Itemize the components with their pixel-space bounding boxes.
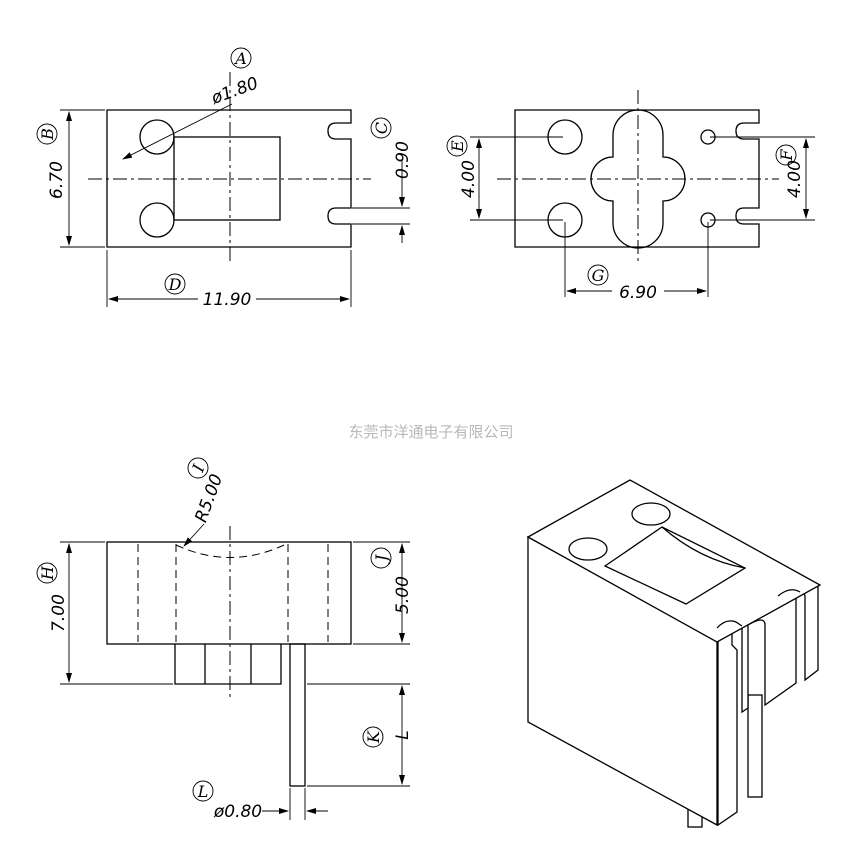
svg-text:K: K [364,730,383,744]
dim-L-value: ø0.80 [213,802,262,822]
dim-E-value: 4.00 [459,160,479,198]
isometric-view [526,479,822,828]
bottom-view [470,90,815,297]
svg-text:A: A [233,49,247,68]
dim-I-value: R5.00 [191,472,227,526]
dim-H-value: 7.00 [49,594,69,632]
label-I: I [187,457,209,479]
dim-J-value: 5.00 [393,576,413,614]
dim-B-value: 6.70 [47,161,67,199]
label-L: L [192,780,214,802]
svg-text:F: F [777,149,796,162]
label-F: F [775,144,797,166]
label-G: G [587,264,609,286]
label-H: H [36,562,58,584]
svg-text:L: L [197,782,209,801]
dim-G-value: 6.90 [619,283,657,303]
label-D: D [164,273,186,295]
svg-text:B: B [38,128,57,141]
svg-text:E: E [448,140,467,153]
dim-F-value: 4.00 [785,160,805,198]
label-C: C [370,117,392,139]
label-E: E [446,135,468,157]
svg-text:C: C [372,122,391,134]
label-J: J [370,547,392,569]
side-view [60,523,410,820]
svg-text:D: D [168,275,182,294]
dim-A-value: ø1.80 [208,73,261,109]
svg-text:G: G [592,266,605,285]
label-A: A [230,47,252,69]
svg-text:J: J [372,553,391,564]
label-K: K [362,726,384,748]
dim-C-value: 0.90 [393,141,413,179]
label-B: B [36,123,58,145]
company-watermark: 东莞市洋通电子有限公司 [348,423,513,441]
dim-K-value: L [393,730,413,739]
top-view [60,72,410,307]
svg-text:H: H [38,565,57,581]
dim-D-value: 11.90 [203,290,252,310]
svg-text:I: I [188,461,209,475]
